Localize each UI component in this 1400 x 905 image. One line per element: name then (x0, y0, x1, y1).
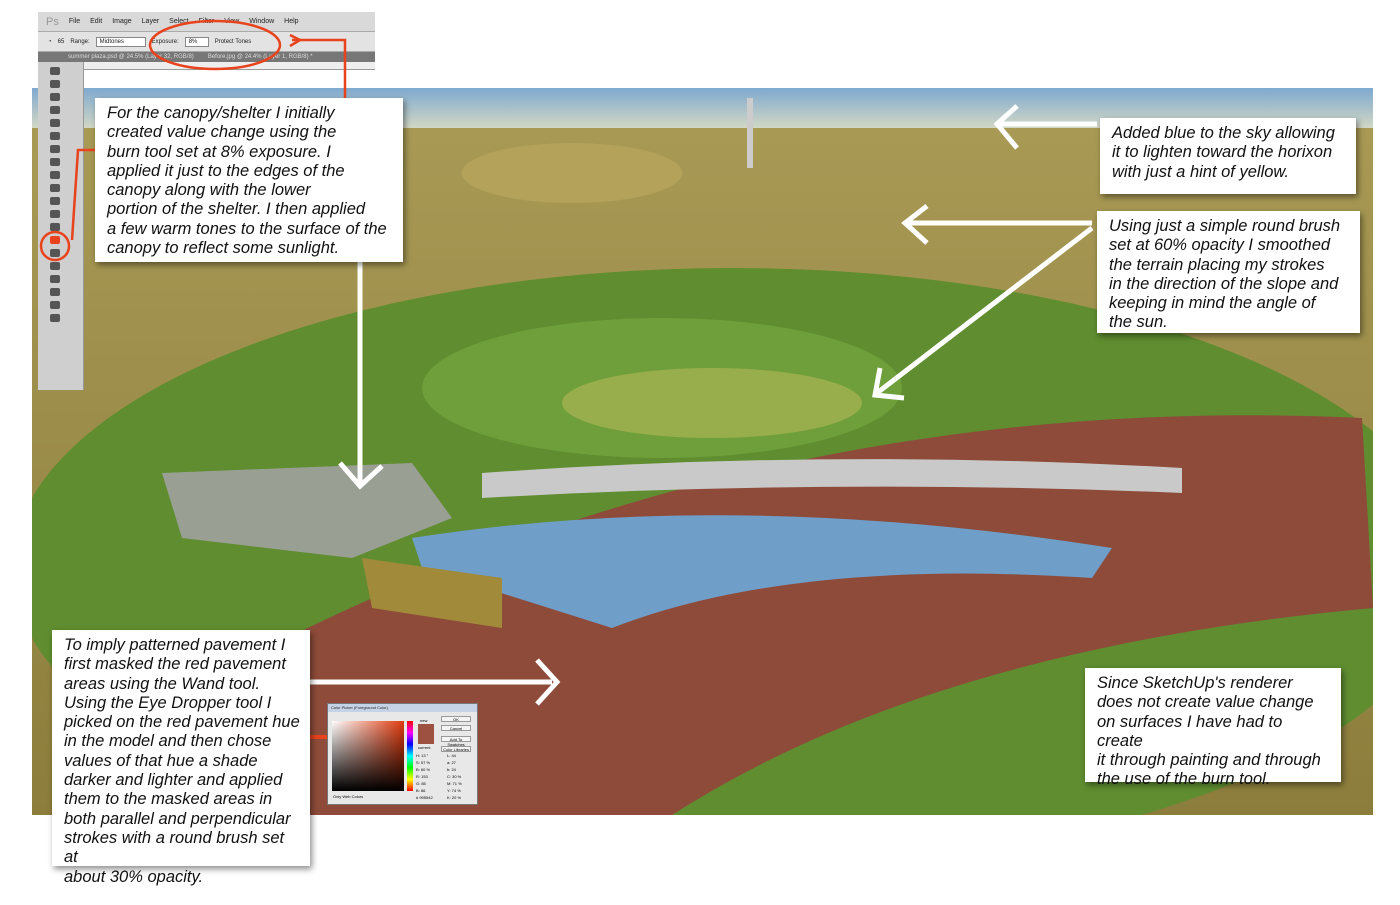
shape-tool-icon[interactable] (50, 288, 60, 296)
callout-terrain: Using just a simple round brush set at 6… (1097, 211, 1360, 333)
color-field[interactable] (332, 721, 404, 791)
pavilion (462, 143, 682, 203)
hue-slider[interactable] (407, 721, 413, 791)
color-picker-dialog: Color Picker (Foreground Color) OK Cance… (327, 703, 478, 805)
move-tool-icon[interactable] (50, 67, 60, 75)
color-picker-title: Color Picker (Foreground Color) (328, 704, 477, 712)
ok-button[interactable]: OK (441, 716, 471, 722)
exposure-label: Exposure: (151, 38, 179, 45)
value-r[interactable]: R: 153 (416, 774, 428, 779)
brush-size[interactable]: 65 (57, 38, 65, 45)
menu-help[interactable]: Help (284, 18, 299, 25)
tab-summer-plaza[interactable]: summer plaza.psd @ 24.5% (Layer 32, RGB/… (68, 54, 194, 60)
protect-tones-checkbox[interactable]: Protect Tones (214, 38, 252, 45)
value-g[interactable]: G: 85 (416, 781, 426, 786)
pavement-arc (192, 415, 1373, 815)
color-swatch (418, 724, 434, 744)
pen-tool-icon[interactable] (50, 249, 60, 257)
hand-tool-icon[interactable] (50, 301, 60, 309)
brush-tool-icon[interactable] (50, 158, 60, 166)
add-swatches-button[interactable]: Add To Swatches (441, 736, 471, 747)
new-label: new (420, 718, 428, 723)
value-c[interactable]: C: 30 % (447, 774, 462, 779)
exposure-input[interactable]: 8% (184, 36, 209, 47)
path-select-icon[interactable] (50, 275, 60, 283)
value-m[interactable]: M: 71 % (447, 781, 462, 786)
stamp-tool-icon[interactable] (50, 171, 60, 179)
color-libraries-button[interactable]: Color Libraries (441, 746, 471, 752)
menu-select[interactable]: Select (169, 18, 189, 25)
menu-window[interactable]: Window (249, 18, 275, 25)
callout-renderer: Since SketchUp's renderer does not creat… (1085, 668, 1341, 788)
center-mound (562, 368, 862, 438)
crop-tool-icon[interactable] (50, 119, 60, 127)
value-k[interactable]: K: 20 % (447, 795, 462, 800)
callout-pavement: To imply patterned pavement I first mask… (52, 630, 310, 886)
value-h[interactable]: H: 13 ° (416, 753, 429, 758)
color-values: H: 13 ° S: 57 % B: 60 % R: 153 G: 85 B: … (416, 752, 474, 801)
annotation-arrows (310, 104, 1097, 706)
callout-canopy: For the canopy/shelter I initially creat… (95, 98, 403, 262)
menu-file[interactable]: File (68, 18, 81, 25)
menu-edit[interactable]: Edit (90, 18, 103, 25)
menu-layer[interactable]: Layer (141, 18, 160, 25)
range-label: Range: (70, 38, 90, 45)
current-label: current (418, 745, 431, 750)
value-a[interactable]: a: 27 (447, 760, 456, 765)
tab-before[interactable]: Before.jpg @ 24.4% (Layer 1, RGB/8) * (207, 54, 313, 60)
cancel-button[interactable]: Cancel (441, 725, 471, 731)
healing-tool-icon[interactable] (50, 145, 60, 153)
blur-tool-icon[interactable] (50, 223, 60, 231)
value-l[interactable]: L: 44 (447, 753, 456, 758)
wand-tool-icon[interactable] (50, 106, 60, 114)
canopy-wall (362, 558, 502, 628)
value-hex[interactable]: # 995542 (416, 795, 433, 800)
only-web-colors-checkbox[interactable]: Only Web Colors (333, 794, 364, 799)
callout-sky: Added blue to the sky allowing it to lig… (1100, 118, 1356, 194)
photoshop-toolbox (38, 62, 84, 390)
value-lab-b[interactable]: b: 24 (447, 767, 456, 772)
type-tool-icon[interactable] (50, 262, 60, 270)
burn-tool-selected-icon[interactable] (50, 236, 60, 244)
menu-image[interactable]: Image (112, 18, 132, 25)
gradient-tool-icon[interactable] (50, 210, 60, 218)
lasso-tool-icon[interactable] (50, 93, 60, 101)
burn-tool-icon[interactable]: ◔ (48, 38, 52, 45)
photoshop-logo: Ps (46, 15, 59, 28)
eyedropper-tool-icon[interactable] (50, 132, 60, 140)
marquee-tool-icon[interactable] (50, 80, 60, 88)
water-channel (412, 515, 1112, 628)
value-b[interactable]: B: 60 % (416, 767, 431, 772)
value-blue[interactable]: B: 66 (416, 788, 426, 793)
document-tabs: summer plaza.psd @ 24.5% (Layer 32, RGB/… (38, 52, 375, 62)
range-select[interactable]: Midtones (95, 36, 146, 47)
eraser-tool-icon[interactable] (50, 197, 60, 205)
value-y[interactable]: Y: 74 % (447, 788, 461, 793)
tower (747, 98, 753, 168)
trellis (482, 459, 1182, 498)
value-s[interactable]: S: 57 % (416, 760, 431, 765)
zoom-tool-icon[interactable] (50, 314, 60, 322)
canopy (162, 463, 452, 558)
history-brush-icon[interactable] (50, 184, 60, 192)
